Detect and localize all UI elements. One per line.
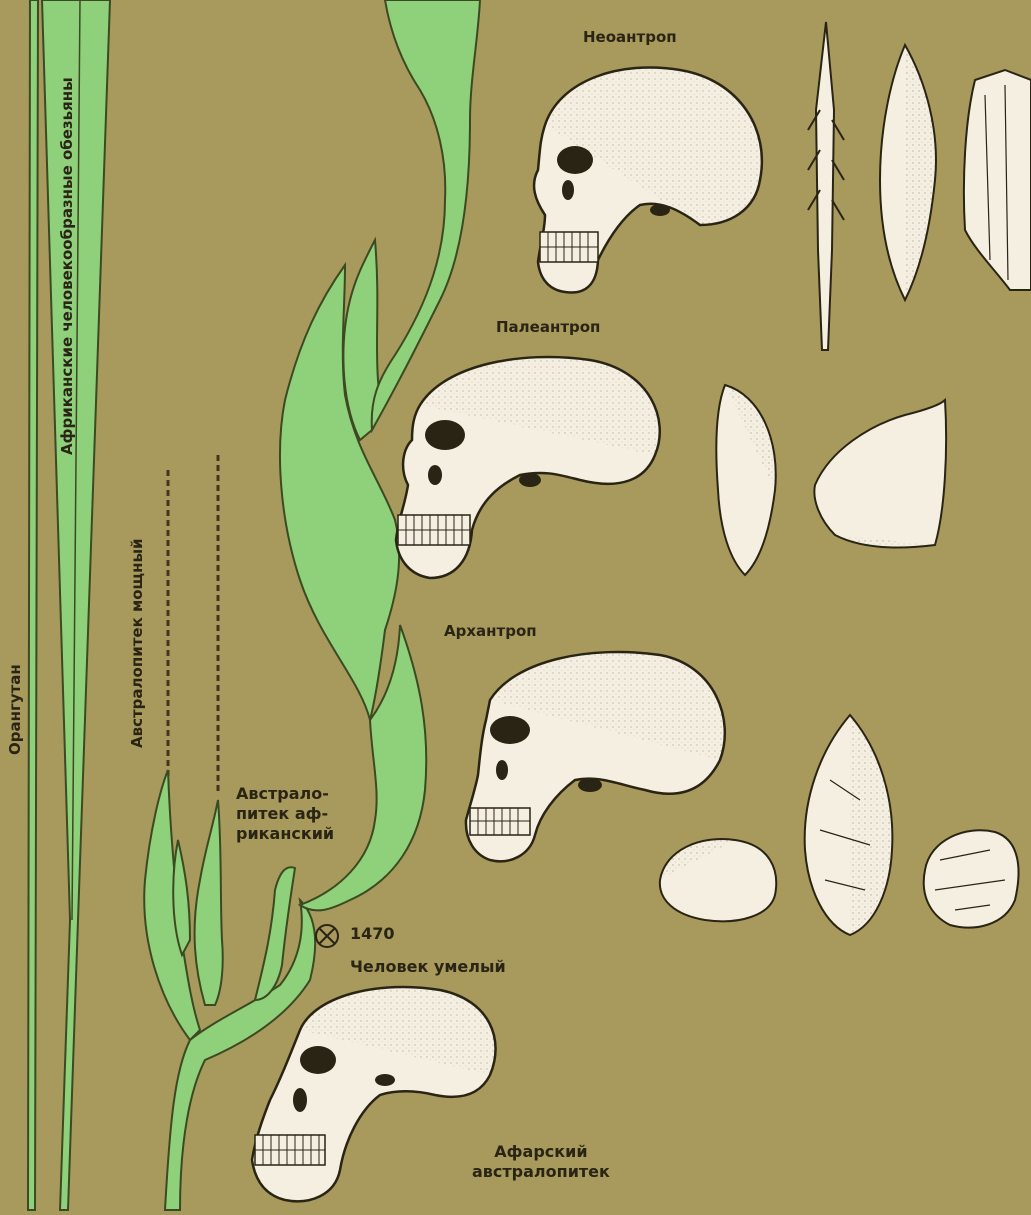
afar-australopithecus-label: Афарский австралопитек [472, 1142, 610, 1182]
archanthrop-core [924, 830, 1019, 927]
archanthrop-handaxe [805, 715, 893, 935]
specimen-1470-label: 1470 [350, 925, 395, 943]
australopithecus-africanus-label: Австрало- питек аф- риканский [236, 784, 334, 844]
orangutan-label: Орангутан [6, 664, 24, 755]
paleoanthrop-skull [396, 357, 660, 578]
neoanthrop-blade [964, 70, 1031, 290]
specimen-1470-icon [316, 925, 338, 947]
neoanthrop-label: Неоантроп [583, 28, 677, 46]
australopithecus-robustus-label: Австралопитек мощный [128, 538, 146, 748]
african-apes-branch [42, 0, 110, 1210]
archanthrop-skull [466, 652, 725, 861]
paleoanthrop-point [716, 385, 776, 575]
afar-australopithecus-skull [252, 987, 496, 1201]
african-apes-label: Африканские человекообразные обезьяны [58, 77, 76, 455]
orangutan-branch [28, 0, 38, 1210]
homo-habilis-label: Человек умелый [350, 958, 506, 976]
archanthrop-label: Архантроп [444, 622, 537, 640]
neoanthrop-point [880, 45, 936, 300]
archanthrop-chopper [660, 839, 776, 921]
neoanthrop-skull [534, 67, 762, 292]
paleoanthrop-label: Палеантроп [496, 318, 600, 336]
neoanthrop-harpoon [808, 22, 844, 350]
paleoanthrop-scraper [814, 400, 946, 548]
